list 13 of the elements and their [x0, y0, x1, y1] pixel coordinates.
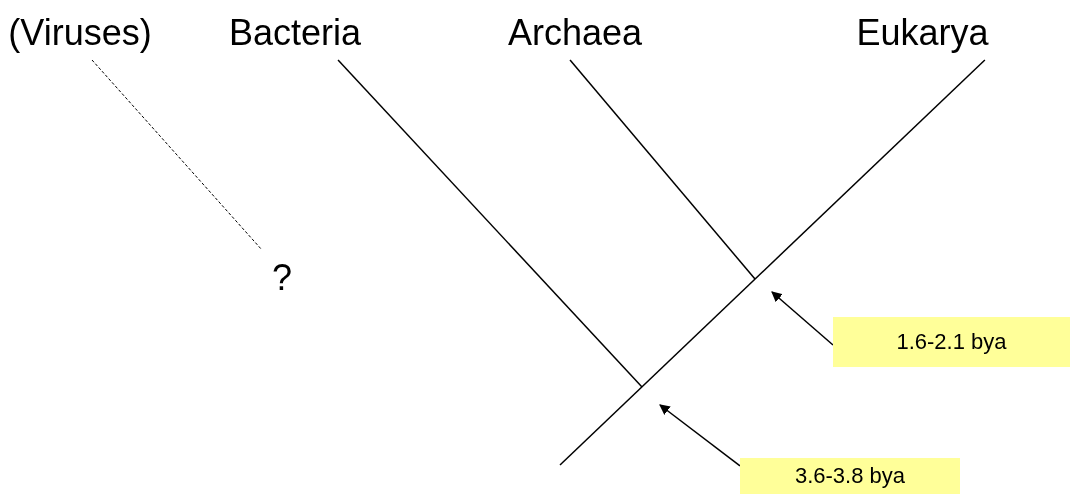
taxon-label: Archaea — [507, 12, 643, 54]
taxon-label: Eukarya — [856, 12, 989, 54]
taxon-label: Bacteria — [228, 12, 362, 54]
taxon-label: (Viruses) — [8, 12, 152, 54]
date-callout: 1.6-2.1 bya — [833, 317, 1070, 367]
arrow — [771, 291, 834, 346]
tree-branch — [569, 59, 756, 280]
date-callout: 3.6-3.8 bya — [740, 458, 960, 494]
tree-branch — [559, 59, 986, 466]
question-mark: ? — [272, 257, 292, 299]
arrow — [659, 404, 741, 467]
dashed-branch — [91, 59, 263, 251]
tree-branch — [337, 59, 643, 388]
